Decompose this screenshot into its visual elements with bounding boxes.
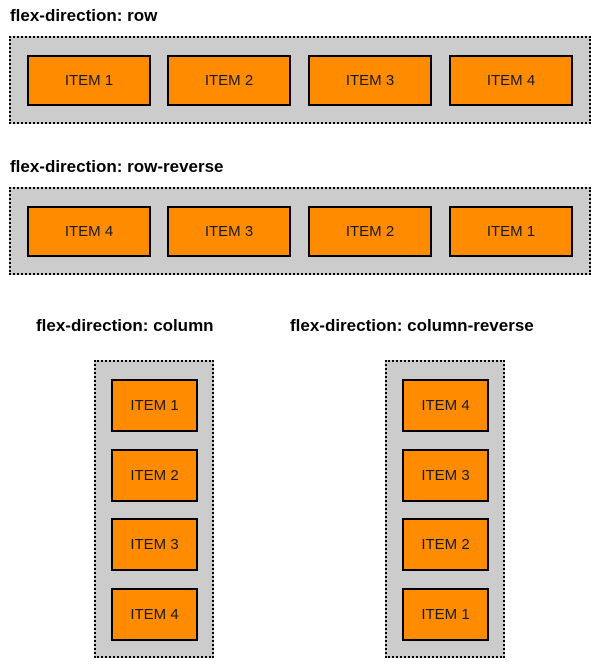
heading-column-reverse: flex-direction: column-reverse <box>290 316 534 335</box>
heading-column: flex-direction: column <box>36 316 214 335</box>
flex-item: ITEM 4 <box>402 379 489 432</box>
flex-item: ITEM 3 <box>167 206 291 257</box>
flex-item: ITEM 1 <box>402 588 489 641</box>
flex-item: ITEM 3 <box>111 518 198 571</box>
flex-item: ITEM 3 <box>308 55 432 106</box>
flex-item: ITEM 1 <box>449 206 573 257</box>
flex-container-column-reverse: ITEM 4 ITEM 3 ITEM 2 ITEM 1 <box>385 360 505 658</box>
flex-item: ITEM 2 <box>111 449 198 502</box>
flex-item: ITEM 2 <box>308 206 432 257</box>
flex-container-row-reverse: ITEM 4 ITEM 3 ITEM 2 ITEM 1 <box>9 187 591 275</box>
flex-item: ITEM 2 <box>402 518 489 571</box>
flex-item: ITEM 4 <box>449 55 573 106</box>
flex-item: ITEM 2 <box>167 55 291 106</box>
flex-item: ITEM 1 <box>27 55 151 106</box>
flex-item: ITEM 4 <box>111 588 198 641</box>
flex-item: ITEM 1 <box>111 379 198 432</box>
flex-item: ITEM 3 <box>402 449 489 502</box>
heading-row-reverse: flex-direction: row-reverse <box>10 157 224 176</box>
flex-container-column: ITEM 1 ITEM 2 ITEM 3 ITEM 4 <box>94 360 214 658</box>
heading-row: flex-direction: row <box>10 6 158 25</box>
flex-item: ITEM 4 <box>27 206 151 257</box>
flex-container-row: ITEM 1 ITEM 2 ITEM 3 ITEM 4 <box>9 36 591 124</box>
